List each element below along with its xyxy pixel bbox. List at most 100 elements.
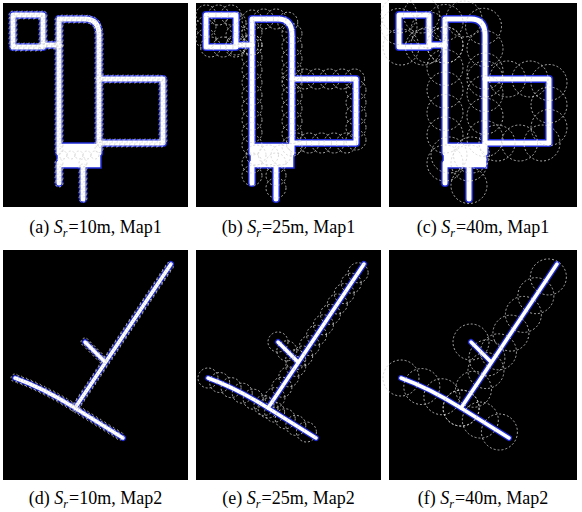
- range-circle: [145, 75, 153, 83]
- range-circle: [453, 324, 489, 360]
- corridor: [485, 79, 549, 143]
- range-circle: [201, 37, 221, 57]
- corridor-edge: [485, 79, 549, 143]
- caption-part: =25m, Map1: [262, 217, 355, 237]
- range-circle: [282, 49, 302, 69]
- range-circle: [137, 139, 145, 147]
- range-circle: [95, 95, 103, 103]
- range-circle: [282, 86, 302, 106]
- range-circle: [345, 69, 365, 89]
- range-circle: [99, 356, 107, 364]
- caption-part: =25m, Map2: [262, 488, 355, 508]
- map-background: [196, 3, 381, 207]
- range-circle: [467, 76, 503, 112]
- range-circle: [52, 393, 60, 401]
- range-circle: [9, 35, 17, 43]
- range-circle: [242, 10, 262, 30]
- range-circle: [346, 80, 366, 100]
- range-circle: [443, 390, 479, 426]
- range-circle: [11, 374, 19, 382]
- range-circle: [105, 75, 113, 83]
- corridor: [399, 15, 429, 47]
- caption-part: (f): [418, 488, 436, 508]
- range-circle: [135, 75, 143, 83]
- range-circle: [467, 121, 503, 157]
- range-circle: [30, 382, 38, 390]
- range-circle: [159, 101, 167, 109]
- range-circle: [455, 371, 491, 407]
- range-circle: [226, 25, 246, 45]
- range-circle: [39, 26, 47, 34]
- range-circle: [149, 288, 157, 296]
- corridor-edge: [248, 45, 256, 153]
- range-circle: [451, 145, 487, 181]
- sensing-circles: [198, 263, 368, 442]
- range-circle: [55, 106, 63, 114]
- range-circle: [299, 133, 319, 153]
- range-circle: [143, 296, 151, 304]
- range-circle: [130, 75, 138, 83]
- range-circle: [67, 151, 75, 159]
- subfigure-caption: (b)Sr=25m, Map1: [192, 216, 385, 244]
- range-circle: [159, 76, 167, 84]
- range-circle: [282, 136, 302, 156]
- range-circle: [337, 133, 357, 153]
- caption-part: =10m, Map1: [69, 217, 162, 237]
- sensing-circles: [11, 263, 173, 440]
- corridor: [99, 79, 163, 143]
- range-circle: [21, 43, 29, 51]
- corridor: [59, 19, 99, 153]
- range-circle: [307, 69, 327, 89]
- range-circle: [83, 151, 91, 159]
- range-circle: [117, 139, 125, 147]
- range-circle: [14, 11, 22, 19]
- range-circle: [79, 164, 87, 172]
- range-circle: [282, 99, 302, 119]
- range-circle: [43, 388, 51, 396]
- range-circle: [221, 5, 241, 25]
- range-circle: [55, 46, 63, 54]
- caption-part: r: [256, 497, 261, 511]
- range-circle: [320, 69, 340, 89]
- range-circle: [443, 390, 479, 426]
- range-circle: [55, 81, 63, 89]
- range-circle: [232, 383, 252, 403]
- range-circle: [468, 353, 504, 389]
- range-circle: [39, 31, 47, 39]
- map-background: [3, 250, 188, 480]
- range-circle: [275, 409, 295, 429]
- range-circle: [55, 21, 63, 29]
- caption-part: r: [256, 226, 261, 240]
- range-circle: [242, 35, 262, 55]
- range-circle: [127, 139, 135, 147]
- range-circle: [282, 74, 302, 94]
- range-circle: [79, 392, 87, 400]
- range-circle: [239, 35, 259, 55]
- range-circle: [39, 11, 47, 19]
- range-circle: [242, 23, 262, 43]
- map-background: [196, 250, 381, 480]
- range-circle: [39, 41, 47, 49]
- range-circle: [77, 396, 85, 404]
- range-circle: [454, 137, 490, 173]
- range-circle: [79, 159, 87, 167]
- range-circle: [296, 422, 316, 442]
- range-circle: [95, 145, 103, 153]
- range-circle: [466, 8, 502, 44]
- range-circle: [226, 35, 246, 55]
- corridor-edge: [461, 264, 557, 408]
- range-circle: [55, 96, 63, 104]
- corridor-edge: [85, 342, 105, 362]
- range-circle: [163, 267, 171, 275]
- range-circle: [85, 383, 93, 391]
- range-circle: [44, 41, 52, 49]
- range-circle: [271, 145, 291, 165]
- range-circle: [79, 179, 87, 187]
- range-circle: [64, 15, 72, 23]
- range-circle: [286, 350, 306, 370]
- caption-part: S: [441, 217, 450, 237]
- range-circle: [427, 117, 463, 153]
- corridor: [75, 264, 171, 408]
- range-circle: [242, 166, 262, 186]
